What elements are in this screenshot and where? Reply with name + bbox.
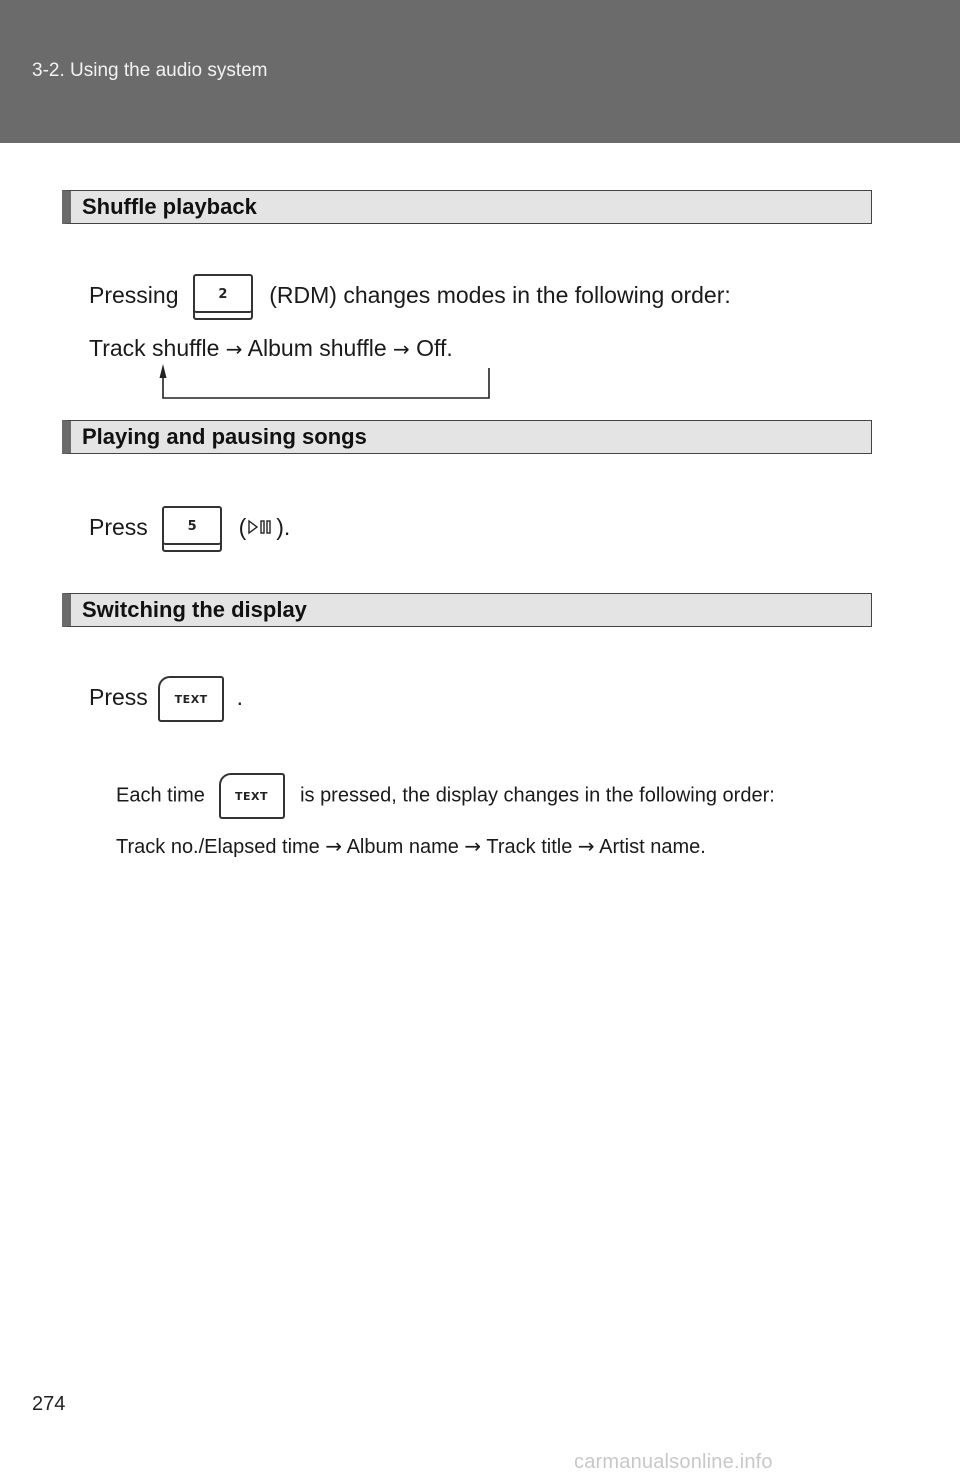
right-arrow-icon: →: [325, 834, 343, 858]
right-arrow-icon: →: [464, 834, 482, 858]
section-header-display: Switching the display: [62, 593, 872, 627]
mode-artist-name: Artist name.: [599, 836, 706, 858]
key-5-button-icon: 5: [162, 506, 223, 552]
instruction-suffix: .: [236, 684, 243, 711]
right-arrow-icon: →: [577, 834, 595, 858]
section-title: Playing and pausing songs: [82, 424, 367, 449]
right-arrow-icon: →: [393, 337, 410, 361]
mode-track-title: Track title: [486, 836, 573, 858]
header-section-path: 3-2. Using the audio system: [32, 60, 268, 81]
page-header-band: 3-2. Using the audio system: [0, 0, 960, 143]
play-pause-icon: [248, 519, 271, 535]
text-key-button-icon: TEXT: [158, 676, 225, 722]
mode-album-shuffle: Album shuffle: [247, 335, 387, 361]
shuffle-mode-order: Track shuffle → Album shuffle → Off.: [89, 335, 453, 362]
instruction-prefix: Press: [89, 514, 148, 541]
display-instruction: Press TEXT .: [89, 676, 243, 722]
play-pause-instruction: Press 5 ( ).: [89, 506, 290, 552]
mode-track-no-elapsed: Track no./Elapsed time: [116, 836, 320, 858]
loop-back-arrow-icon: [159, 364, 490, 399]
section-title: Shuffle playback: [82, 194, 257, 219]
section-header-play-pause: Playing and pausing songs: [62, 420, 872, 454]
mode-off: Off.: [416, 335, 453, 361]
note-prefix: Each time: [116, 784, 205, 807]
instruction-prefix: Press: [89, 684, 148, 711]
key-label: TEXT: [174, 693, 208, 706]
key-label: 2: [218, 287, 228, 302]
instruction-suffix: (RDM) changes modes in the following ord…: [269, 282, 731, 309]
note-suffix: is pressed, the display changes in the f…: [300, 784, 775, 807]
close-paren: ).: [276, 514, 291, 541]
right-arrow-icon: →: [225, 337, 243, 361]
page-number: 274: [32, 1393, 66, 1415]
text-key-button-icon: TEXT: [218, 773, 285, 819]
mode-album-name: Album name: [346, 836, 459, 858]
key-label: TEXT: [234, 790, 268, 803]
mode-track-shuffle: Track shuffle: [89, 335, 220, 361]
instruction-prefix: Pressing: [89, 282, 179, 309]
key-label: 5: [187, 519, 197, 534]
display-note: Each time TEXT is pressed, the display c…: [116, 773, 775, 819]
shuffle-instruction: Pressing 2 (RDM) changes modes in the fo…: [89, 274, 731, 320]
section-header-shuffle: Shuffle playback: [62, 190, 872, 224]
display-mode-order: Track no./Elapsed time → Album name → Tr…: [116, 834, 706, 859]
section-title: Switching the display: [82, 597, 307, 622]
watermark: carmanualsonline.info: [574, 1451, 773, 1473]
open-paren: (: [238, 514, 247, 541]
key-2-button-icon: 2: [192, 274, 253, 320]
